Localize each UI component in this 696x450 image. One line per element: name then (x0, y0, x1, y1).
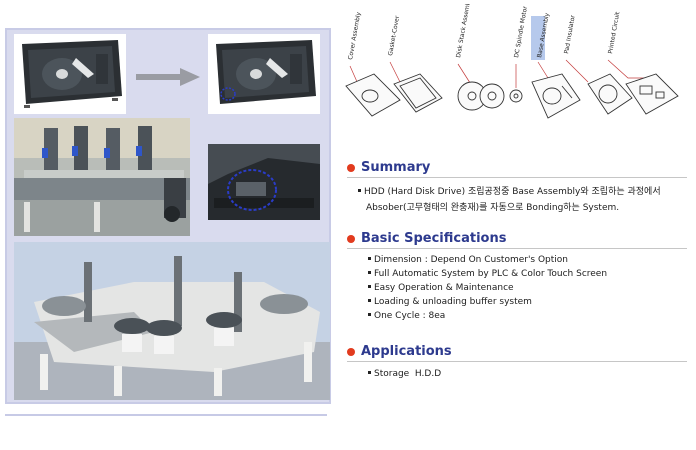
base-plate-photo-before (14, 34, 126, 114)
summary-line-1: HDD (Hard Disk Drive) 조립공정중 Base Assembl… (358, 184, 661, 197)
applications-heading-text: Applications (361, 344, 452, 359)
specs-heading: Basic Specifications (347, 231, 506, 246)
spec-item: Full Automatic System by PLC & Color Tou… (368, 269, 607, 279)
label-gasket-cover: Gasket-Cover (387, 15, 401, 57)
label-cover-assembly: Cover Assembly (347, 11, 362, 60)
bullet-dot-icon (347, 234, 355, 243)
applications-rule (347, 361, 687, 362)
spec-item: Easy Operation & Maintenance (368, 283, 514, 293)
summary-heading: Summary (347, 160, 430, 175)
summary-line-2: Absober(고무형태의 완충재)를 자동으로 Bonding하는 Syste… (366, 203, 620, 213)
square-bullet-icon (368, 285, 371, 288)
panel-divider (5, 414, 327, 416)
hdd-exploded-diagram: Cover Assembly Gasket-Cover Disk Stack A… (340, 0, 686, 132)
square-bullet-icon (358, 189, 361, 192)
square-bullet-icon (368, 371, 371, 374)
square-bullet-icon (368, 271, 371, 274)
specs-rule (347, 248, 687, 249)
summary-rule (347, 177, 687, 178)
spec-item: Loading & unloading buffer system (368, 297, 532, 307)
process-arrow-icon (136, 68, 200, 86)
base-plate-photo-after (208, 34, 320, 114)
bullet-dot-icon (347, 163, 355, 172)
label-disk-stack-assembly: Disk Stack Assembly (455, 4, 473, 58)
square-bullet-icon (368, 313, 371, 316)
highlight-box (531, 16, 545, 60)
bullet-dot-icon (347, 347, 355, 356)
spec-item: One Cycle : 8ea (368, 311, 445, 321)
square-bullet-icon (368, 299, 371, 302)
label-dc-spindle-motor: DC Spindle Motor (513, 5, 529, 58)
spec-item: Dimension : Depend On Customer's Option (368, 255, 568, 265)
application-item: Storage H.D.D (368, 369, 441, 379)
bonding-machine-photo (14, 242, 330, 400)
assembly-line-photo (14, 118, 190, 236)
summary-heading-text: Summary (361, 160, 431, 175)
square-bullet-icon (368, 257, 371, 260)
absorber-detail-photo (208, 144, 320, 220)
label-pad-insulator: Pad Insulator (563, 14, 577, 54)
label-printed-circuit: Printed Circuit (607, 11, 621, 55)
specs-heading-text: Basic Specifications (361, 231, 507, 246)
applications-heading: Applications (347, 344, 452, 359)
